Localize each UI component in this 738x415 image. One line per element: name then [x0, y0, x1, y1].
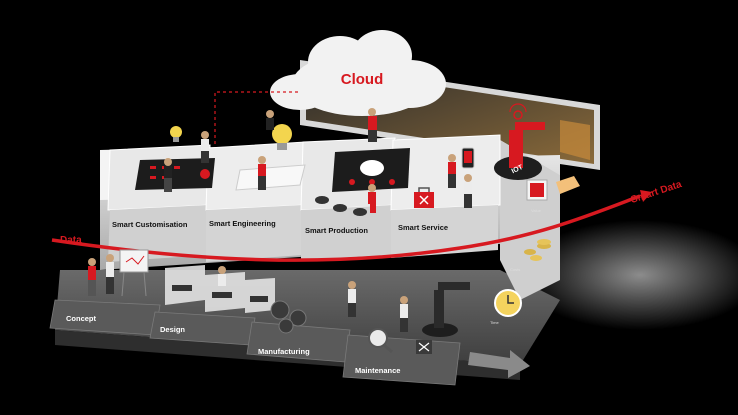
- arrow-head-icon: [640, 190, 652, 202]
- gear-icon: [270, 300, 307, 334]
- module-label: Smart Customisation: [112, 220, 188, 229]
- module-label: Smart Engineering: [209, 219, 276, 228]
- module-label: Smart Service: [398, 223, 448, 232]
- cloud-connection-line: [214, 91, 298, 150]
- lightbulb-icon: [170, 126, 182, 142]
- costs-label: Costs: [510, 267, 520, 272]
- cloud-label: Cloud: [341, 71, 384, 88]
- phase-label: Concept: [66, 314, 97, 323]
- design-desks: [165, 265, 275, 313]
- phase-label: Maintenance: [355, 366, 400, 375]
- value-label: Value: [531, 208, 542, 213]
- light-glow: [520, 220, 738, 330]
- hand-icon: [556, 176, 580, 194]
- toolbox-icon: [414, 187, 434, 208]
- time-label: Time: [490, 320, 500, 325]
- smart-data-label: Smart Data: [630, 179, 684, 206]
- engineering-pedestal: [235, 164, 306, 191]
- time-item: Time: [490, 289, 522, 325]
- next-arrow-icon: [468, 350, 530, 378]
- phase-label: Manufacturing: [258, 347, 310, 356]
- value-item: Value: [526, 176, 580, 213]
- lightbulb-icon: [272, 124, 292, 150]
- cloud: Cloud: [270, 30, 446, 116]
- people: [88, 108, 472, 332]
- concept-scene: [119, 249, 149, 297]
- maintenance-robot: [422, 282, 470, 337]
- phase-tile-maintenance: Maintenance: [342, 334, 461, 386]
- magnifier-icon: [368, 328, 393, 354]
- phase-label: Design: [160, 325, 185, 334]
- module-label: Smart Production: [305, 226, 368, 235]
- costs-item: Costs: [510, 239, 551, 272]
- robot-arm: IOT: [494, 103, 545, 180]
- data-label: Data: [60, 235, 82, 246]
- production-tablet: [332, 148, 410, 192]
- data-flow-arrow: [51, 194, 641, 262]
- maintenance-tool-box: [416, 340, 432, 354]
- module-block-engineering: Smart Engineering: [205, 141, 306, 262]
- phone-icon: [461, 147, 475, 169]
- iot-label: IOT: [511, 164, 525, 176]
